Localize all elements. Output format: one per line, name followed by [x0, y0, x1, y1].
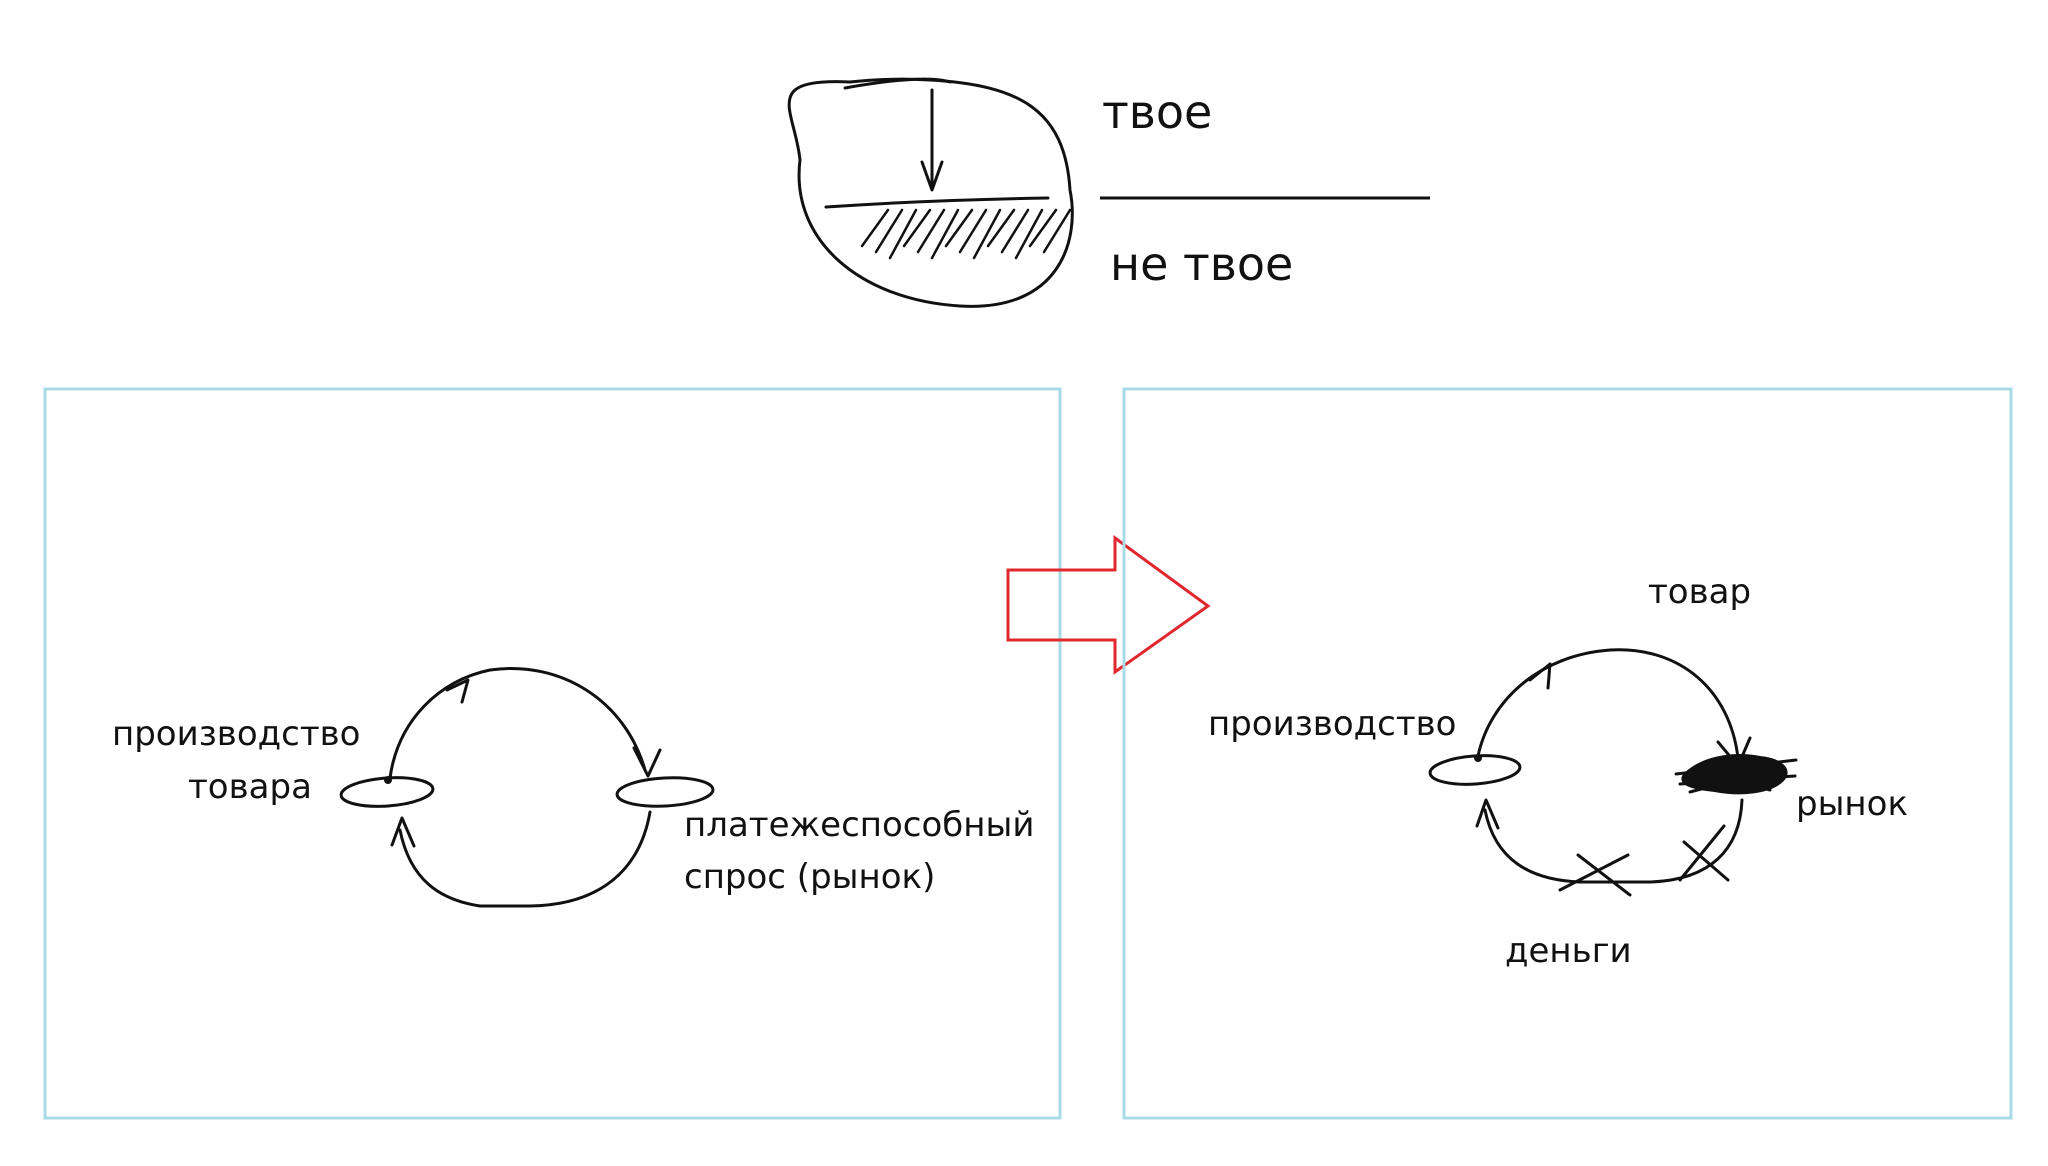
ownership-diagram: твое не твое	[787, 77, 1430, 308]
transition-arrow-icon	[1006, 535, 1211, 675]
label-goods: товара	[188, 767, 312, 807]
left-panel-frame	[43, 387, 1062, 1120]
hatch-stroke	[958, 208, 988, 254]
hatch-stroke	[944, 208, 974, 248]
label-market: рынок	[1796, 784, 1908, 824]
hatch-stroke	[874, 208, 904, 254]
cross-mark-icon	[1558, 853, 1632, 897]
label-production: производство	[1208, 704, 1456, 744]
hatch-stroke	[1028, 208, 1058, 248]
money-flow-arc	[1483, 798, 1744, 884]
goods-flow-arc	[1476, 648, 1740, 760]
right-panel: производство товар рынок деньги	[1122, 387, 2013, 1120]
hatch-stroke	[888, 208, 918, 260]
money-end-arrow-icon	[1475, 798, 1500, 830]
hatch-stroke	[1042, 208, 1072, 254]
cross-mark-icon	[1678, 824, 1730, 882]
lower-end-arrow-icon	[390, 816, 416, 848]
hatching	[860, 208, 1072, 260]
ownership-circle-stroke-start	[843, 77, 952, 90]
label-mine: твое	[1102, 85, 1212, 139]
production-node	[1428, 754, 1522, 786]
ownership-divider	[824, 196, 1050, 209]
label-goods: товар	[1648, 572, 1751, 612]
hatch-stroke	[986, 208, 1016, 248]
right-panel-frame	[1122, 387, 2013, 1120]
upper-mid-arrow-icon	[445, 678, 470, 704]
label-solvent-demand: платежеспособный	[684, 805, 1034, 845]
production-dot	[1474, 754, 1482, 762]
label-market-demand: спрос (рынок)	[684, 857, 935, 897]
upper-end-arrow-icon	[632, 746, 662, 778]
hatch-stroke	[930, 208, 960, 260]
label-money: деньги	[1505, 931, 1632, 971]
upper-flow-arc	[388, 667, 647, 780]
goods-mid-arrow-icon	[1528, 662, 1552, 690]
lower-flow-arc	[398, 810, 652, 908]
left-panel: производство товара платежеспособный спр…	[43, 387, 1062, 1120]
label-not-mine: не твое	[1110, 237, 1293, 291]
label-production: производство	[112, 714, 360, 754]
hatch-stroke	[860, 208, 890, 248]
hatch-stroke	[1000, 208, 1030, 254]
demand-node	[615, 776, 715, 808]
ownership-circle	[787, 77, 1074, 308]
market-blot-icon	[1674, 754, 1798, 795]
down-arrow-head-icon	[920, 160, 944, 192]
hatch-stroke	[902, 208, 932, 248]
hatch-stroke	[1014, 208, 1044, 260]
hatch-stroke	[972, 208, 1002, 260]
hatch-stroke	[916, 208, 946, 254]
